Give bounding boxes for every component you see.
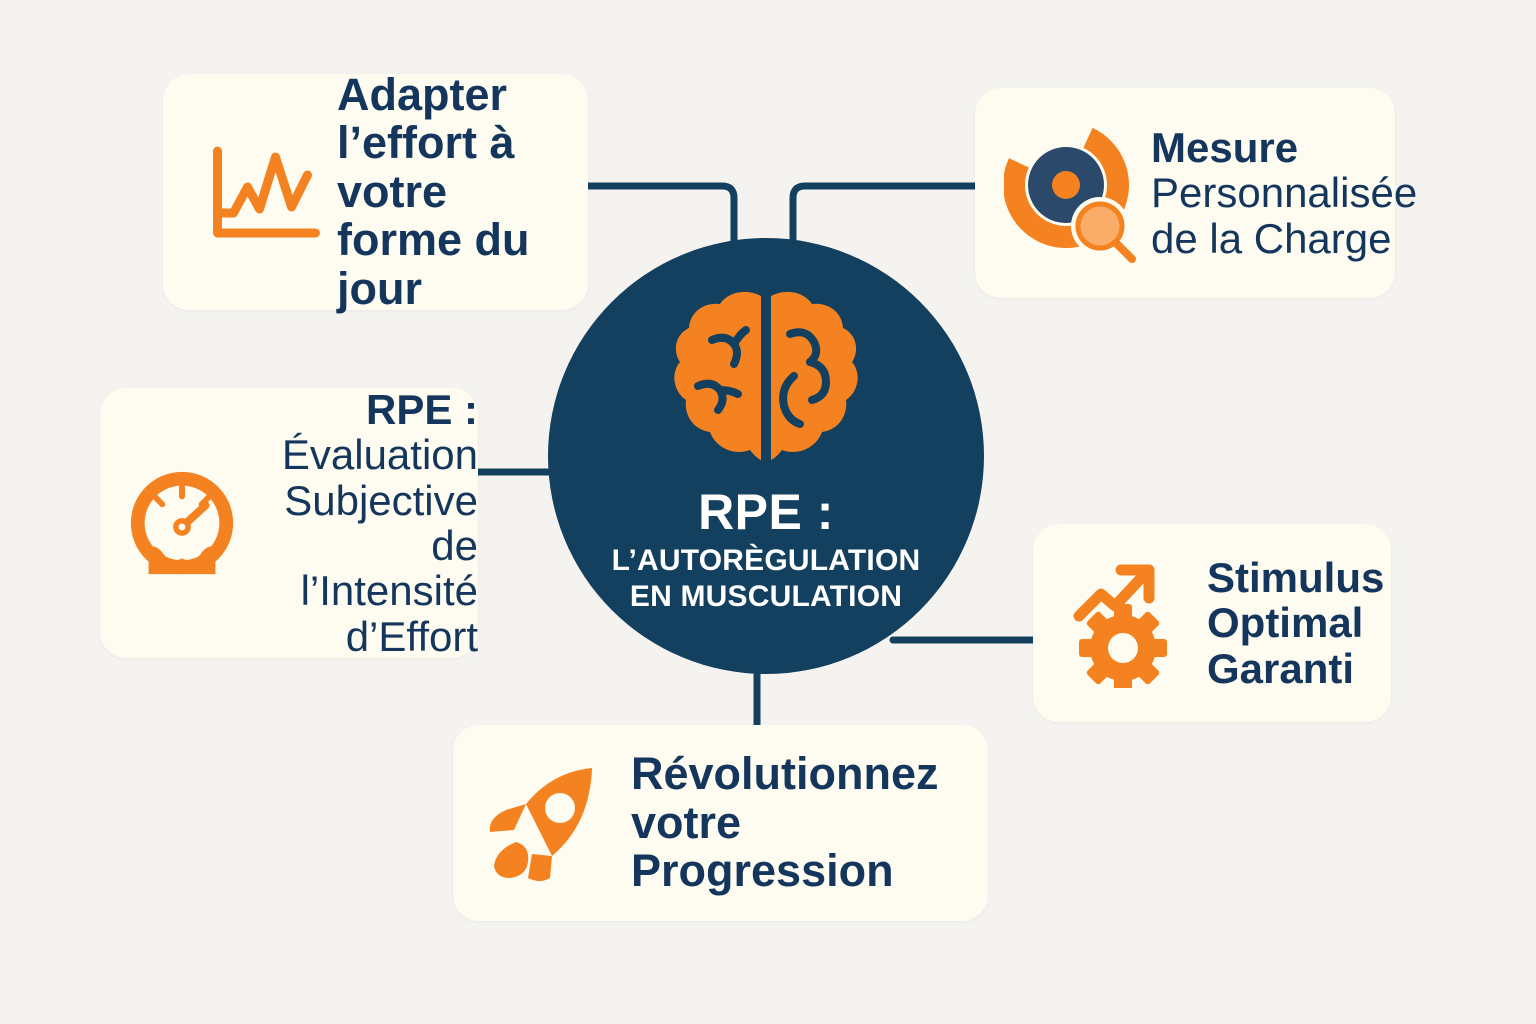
card-rpe-label-regular: Évaluation Subjective de l’Intensité d’E…: [281, 431, 478, 660]
card-rpe-label-bold: RPE :: [365, 385, 478, 433]
card-rpe-definition[interactable]: RPE : Évaluation Subjective de l’Intensi…: [100, 387, 478, 659]
hub-title-line1: RPE :: [698, 484, 834, 540]
speedometer-gauge-icon: [122, 463, 242, 583]
card-adapter-label: Adapter l’effort à votre forme du jour: [337, 68, 530, 314]
gear-growth-arrow-icon: [1071, 558, 1181, 688]
hub-title-line3: EN MUSCULATION: [629, 579, 903, 613]
line-chart-icon: [193, 132, 333, 252]
rocket-icon: [477, 760, 607, 886]
card-rpe-label: RPE : Évaluation Subjective de l’Intensi…: [250, 387, 478, 659]
card-stimulus-label: Stimulus Optimal Garanti: [1207, 553, 1385, 692]
card-mesure-label-regular: Personnalisée de la Charge: [1151, 169, 1418, 262]
weight-plate-magnifier-icon: [1003, 122, 1145, 264]
card-mesure-label-bold: Mesure: [1151, 123, 1299, 171]
hub-circle[interactable]: RPE : L’AUTORÈGULATION EN MUSCULATION: [548, 238, 984, 674]
brain-icon: [674, 291, 858, 462]
card-mesure-charge[interactable]: Mesure Personnalisée de la Charge: [975, 88, 1417, 298]
card-mesure-label: Mesure Personnalisée de la Charge: [1151, 123, 1417, 261]
hub-title: RPE : L’AUTORÈGULATION EN MUSCULATION: [612, 484, 921, 613]
card-revolution-label: Révolutionnez votre Progression: [631, 748, 939, 897]
card-adapter-effort[interactable]: Adapter l’effort à votre forme du jour: [163, 70, 588, 313]
card-stimulus-optimal[interactable]: Stimulus Optimal Garanti: [1033, 524, 1391, 722]
hub-title-line2: L’AUTORÈGULATION: [611, 544, 921, 577]
card-revolution-progression[interactable]: Révolutionnez votre Progression: [453, 725, 988, 921]
